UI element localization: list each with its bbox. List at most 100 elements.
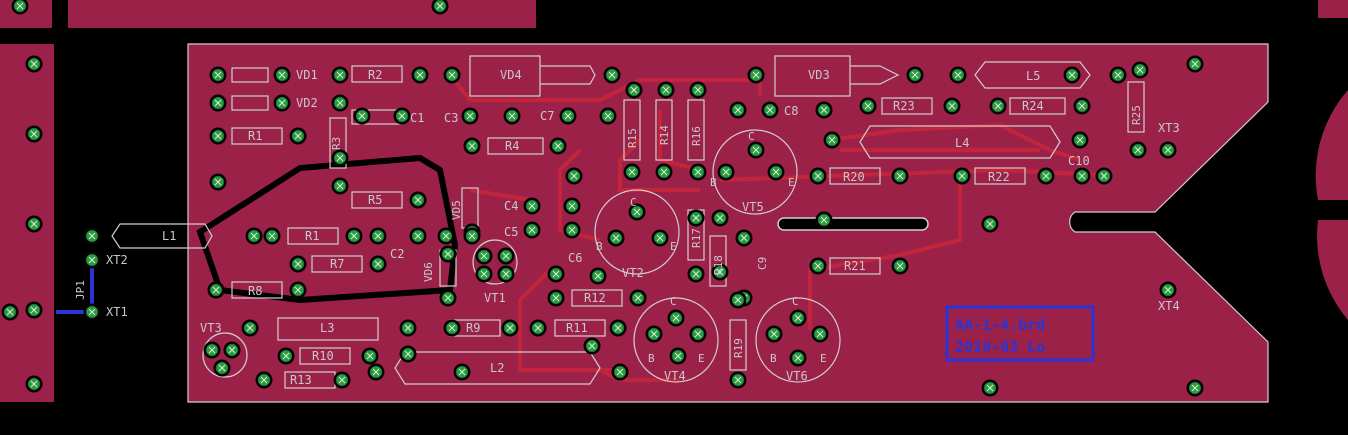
pad-cross (662, 86, 670, 94)
pad-cross (814, 262, 822, 270)
board-date: 2019-03 Lo (955, 338, 1045, 356)
pad-cross (568, 202, 576, 210)
pad-cross (716, 214, 724, 222)
pad-cross (948, 102, 956, 110)
pad-cross (828, 136, 836, 144)
pad-cross (814, 172, 822, 180)
pad-cross (502, 270, 510, 278)
label-r21: R21 (844, 259, 866, 273)
label-vd4: VD4 (500, 68, 522, 82)
board-fragment-right-arc-top (1315, 90, 1348, 200)
pad-cross (772, 168, 780, 176)
pad-cross (634, 294, 642, 302)
label-vt2-c: C (630, 196, 637, 209)
pad-cross (444, 250, 452, 258)
pad-cross (336, 182, 344, 190)
pad-cross (1042, 172, 1050, 180)
pad-cross (1076, 136, 1084, 144)
pad-cross (458, 368, 466, 376)
label-vt5-e: E (788, 176, 795, 189)
pads (1, 0, 1204, 397)
pad-cross (716, 268, 724, 276)
pad-cross (30, 380, 38, 388)
pad-cross (16, 2, 24, 10)
label-vt5: VT5 (742, 200, 764, 214)
label-c7: C7 (540, 109, 554, 123)
label-r9: R9 (466, 321, 480, 335)
label-l5: L5 (1026, 69, 1040, 83)
pad-cross (734, 296, 742, 304)
pad-cross (416, 71, 424, 79)
label-vt5-b: B (710, 176, 717, 189)
pad-cross (986, 220, 994, 228)
pad-cross (534, 324, 542, 332)
label-r3: R3 (330, 137, 343, 150)
label-vt6-b: B (770, 352, 777, 365)
pad-cross (250, 232, 258, 240)
pad-cross (692, 214, 700, 222)
label-vt6-e: E (820, 352, 827, 365)
label-c9: C9 (756, 257, 769, 270)
label-r1-b: R1 (305, 229, 319, 243)
pad-cross (468, 142, 476, 150)
pad-cross (554, 142, 562, 150)
pad-cross (398, 112, 406, 120)
pad-cross (268, 232, 276, 240)
label-r2: R2 (368, 68, 382, 82)
pad-cross (218, 364, 226, 372)
label-vt2: VT2 (622, 266, 644, 280)
pad-cross (633, 208, 641, 216)
pad-cross (986, 384, 994, 392)
label-vt6-c: C (792, 295, 799, 308)
pad-cross (228, 346, 236, 354)
pad-cross (414, 232, 422, 240)
pad-cross (448, 71, 456, 79)
label-vt4-e: E (698, 352, 705, 365)
board-info-box: AA-1-4.brd 2019-03 Lo (945, 305, 1095, 362)
label-vd1: VD1 (296, 68, 318, 82)
pad-cross (480, 252, 488, 260)
pad-cross (358, 112, 366, 120)
pad-cross (260, 376, 268, 384)
pad-cross (404, 350, 412, 358)
pad-cross (552, 294, 560, 302)
label-vt1: VT1 (484, 291, 506, 305)
pad-cross (448, 324, 456, 332)
pad-cross (444, 294, 452, 302)
pad-cross (552, 270, 560, 278)
pad-cross (740, 234, 748, 242)
label-r11: R11 (566, 321, 588, 335)
label-r12: R12 (584, 291, 606, 305)
label-l3: L3 (320, 321, 334, 335)
pad-cross (528, 226, 536, 234)
pad-cross (1164, 286, 1172, 294)
pad-cross (752, 146, 760, 154)
pad-cross (694, 86, 702, 94)
pad-cross (1134, 146, 1142, 154)
label-l1: L1 (162, 229, 176, 243)
label-xt2: XT2 (106, 253, 128, 267)
pad-cross (650, 330, 658, 338)
pad-cross (278, 99, 286, 107)
pad-cross (1114, 71, 1122, 79)
pad-cross (628, 168, 636, 176)
label-l4: L4 (955, 136, 969, 150)
pad-cross (1100, 172, 1108, 180)
pad-cross (954, 71, 962, 79)
pad-cross (278, 71, 286, 79)
label-vt4: VT4 (664, 369, 686, 383)
label-r14: R14 (658, 125, 671, 145)
pad-cross (30, 306, 38, 314)
pad-cross (816, 330, 824, 338)
pad-cross (694, 168, 702, 176)
pad-cross (336, 154, 344, 162)
label-vt2-b: B (596, 240, 603, 253)
pad-cross (480, 270, 488, 278)
label-c2: C2 (390, 247, 404, 261)
pad-cross (608, 71, 616, 79)
pad-cross (88, 308, 96, 316)
main-board-outline (187, 43, 1269, 403)
pad-cross (694, 330, 702, 338)
pad-cross (794, 314, 802, 322)
label-vt5-c: C (748, 130, 755, 143)
